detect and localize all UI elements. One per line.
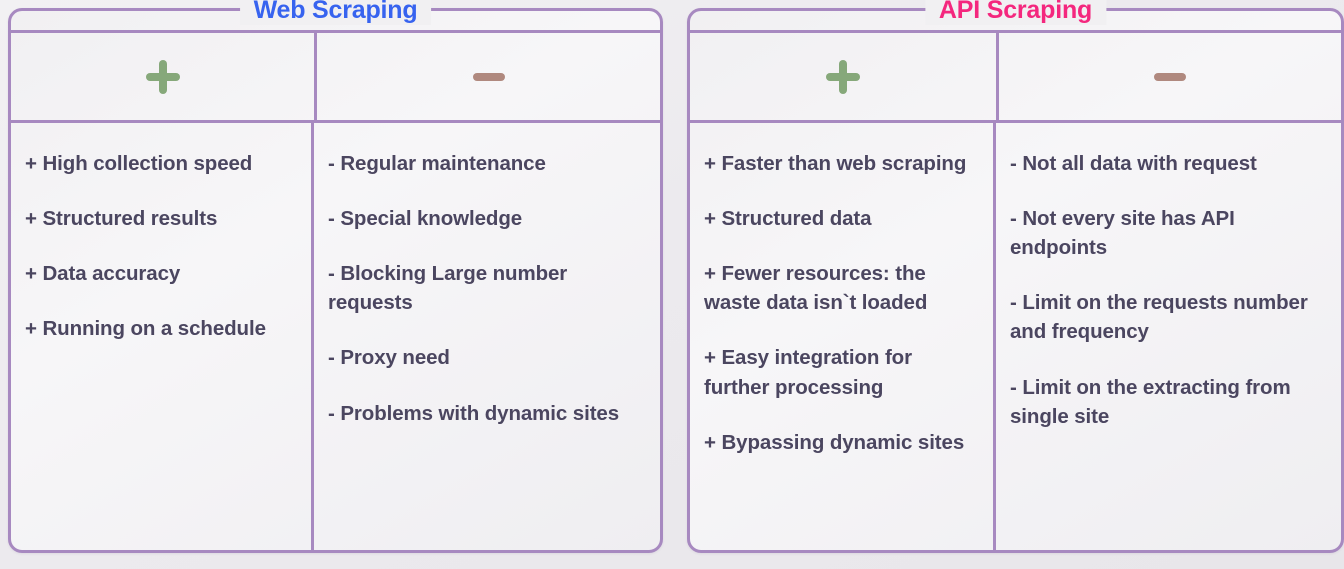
cons-header-cell bbox=[999, 33, 1341, 120]
panel-title-api-scraping: API Scraping bbox=[924, 0, 1107, 25]
icon-header-row bbox=[11, 30, 660, 123]
pros-column: + Faster than web scraping + Structured … bbox=[690, 123, 996, 550]
content-row: + Faster than web scraping + Structured … bbox=[690, 123, 1341, 550]
content-row: + High collection speed + Structured res… bbox=[11, 123, 660, 550]
pros-header-cell bbox=[690, 33, 999, 120]
panel-title-web-scraping: Web Scraping bbox=[239, 0, 432, 25]
cons-header-cell bbox=[317, 33, 660, 120]
list-item: - Problems with dynamic sites bbox=[328, 401, 620, 425]
list-item: + Data accuracy bbox=[25, 262, 181, 286]
list-item: + Faster than web scraping bbox=[704, 152, 967, 175]
icon-header-row bbox=[690, 30, 1341, 123]
list-item: - Limit on the requests number and frequ… bbox=[1010, 291, 1308, 344]
list-item: + Running on a schedule bbox=[25, 317, 266, 341]
list-item: + Fewer resources: the waste data isn`t … bbox=[704, 262, 928, 315]
list-item: - Proxy need bbox=[328, 346, 450, 370]
list-item: + Structured data bbox=[704, 207, 872, 231]
pros-header-cell bbox=[11, 33, 317, 120]
list-item: - Not all data with request bbox=[1010, 152, 1257, 175]
minus-icon bbox=[1154, 72, 1186, 81]
cons-column: - Regular maintenance - Special knowledg… bbox=[314, 123, 657, 550]
plus-icon bbox=[145, 59, 180, 94]
list-item: - Special knowledge bbox=[328, 207, 523, 231]
list-item: + Structured results bbox=[25, 207, 218, 231]
cons-column: - Not all data with request - Not every … bbox=[996, 123, 1338, 550]
panel-web-scraping: Web Scraping + High collection speed + S… bbox=[8, 0, 663, 553]
plus-icon bbox=[826, 59, 860, 94]
list-item: - Blocking Large number requests bbox=[328, 262, 568, 315]
list-item: - Regular maintenance bbox=[328, 152, 546, 175]
list-item: - Limit on the extracting from single si… bbox=[1010, 375, 1291, 428]
pros-column: + High collection speed + Structured res… bbox=[11, 123, 314, 550]
minus-icon bbox=[472, 72, 505, 81]
list-item: + High collection speed bbox=[25, 152, 253, 175]
list-item: - Not every site has API endpoints bbox=[1010, 207, 1235, 260]
list-item: + Bypassing dynamic sites bbox=[704, 430, 965, 454]
list-item: + Easy integration for further processin… bbox=[704, 346, 912, 399]
panel-api-scraping: API Scraping + Faster than web scraping … bbox=[687, 0, 1344, 553]
